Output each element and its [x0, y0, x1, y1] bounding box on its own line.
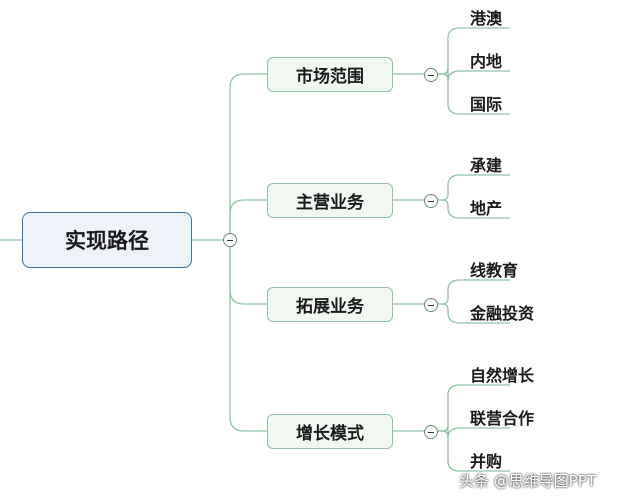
branch-main-business-collapse-icon[interactable] [424, 194, 438, 208]
root-node[interactable]: 实现路径 [22, 212, 192, 268]
branch-expansion-collapse-icon[interactable] [424, 298, 438, 312]
branch-node-growth[interactable]: 增长模式 [267, 414, 393, 449]
watermark: 头条 @思维导图PPT [459, 472, 597, 490]
leaf-node[interactable]: 线教育 [470, 261, 519, 280]
root-node-label: 实现路径 [65, 229, 149, 253]
leaf-node[interactable]: 金融投资 [470, 304, 535, 323]
leaf-node[interactable]: 内地 [470, 52, 503, 71]
branch-label: 增长模式 [296, 424, 364, 444]
branch-label: 市场范围 [296, 67, 364, 87]
branch-label: 主营业务 [296, 193, 364, 213]
branch-market-collapse-icon[interactable] [424, 68, 438, 82]
leaf-node[interactable]: 并购 [470, 452, 503, 471]
trunk-branch-line-1 [229, 199, 267, 241]
leaf-line-1-0 [438, 174, 510, 201]
leaf-line-3-2 [438, 430, 510, 472]
trunk-branch-line-2 [229, 239, 267, 305]
branch-growth-collapse-icon[interactable] [424, 425, 438, 439]
branch-node-expansion[interactable]: 拓展业务 [267, 287, 393, 322]
leaf-line-2-0 [438, 279, 510, 305]
trunk-branch-line-0 [229, 73, 267, 241]
leaf-node[interactable]: 港澳 [470, 9, 503, 28]
leaf-node[interactable]: 自然增长 [470, 366, 535, 385]
leaf-line-2-1 [438, 303, 510, 324]
root-collapse-icon[interactable] [223, 233, 237, 247]
branch-node-market[interactable]: 市场范围 [267, 57, 393, 92]
branch-node-main-business[interactable]: 主营业务 [267, 183, 393, 218]
leaf-node[interactable]: 地产 [470, 199, 503, 218]
branch-label: 拓展业务 [296, 297, 364, 317]
leaf-line-1-1 [438, 199, 510, 219]
leaf-node[interactable]: 国际 [470, 95, 503, 114]
leaf-line-0-2 [438, 73, 510, 115]
leaf-node[interactable]: 联营合作 [470, 409, 535, 428]
trunk-branch-line-3 [229, 239, 267, 432]
leaf-node[interactable]: 承建 [470, 156, 503, 175]
